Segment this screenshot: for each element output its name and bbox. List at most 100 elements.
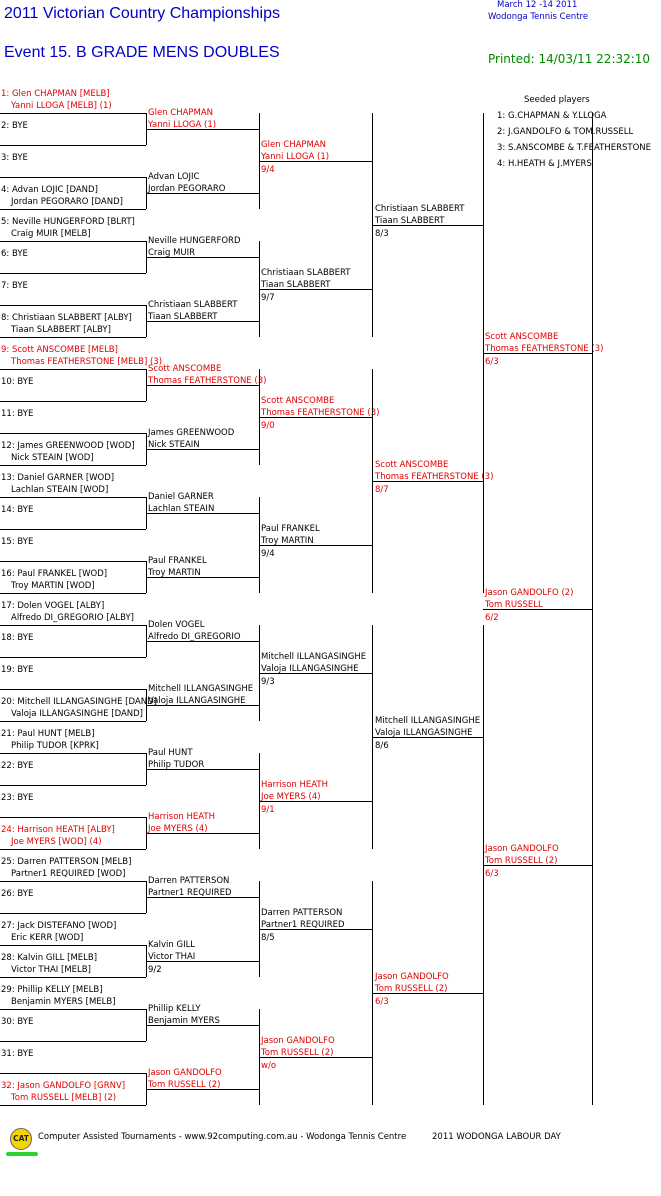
bracket-line <box>0 209 146 210</box>
bracket-line <box>372 225 483 226</box>
round-entry-line2: Thomas FEATHERSTONE (3) <box>375 472 494 482</box>
bracket-line <box>146 769 259 770</box>
round-entry-line1: Paul HUNT <box>148 748 193 758</box>
bracket-line <box>0 1105 146 1106</box>
draw-entry-line2: Nick STEAIN [WOD] <box>11 453 94 463</box>
match-score: 9/2 <box>148 965 162 975</box>
round-entry-line2: Joe MYERS (4) <box>148 824 208 834</box>
bracket-line <box>0 337 146 338</box>
draw-entry-line1: 19: BYE <box>1 665 34 675</box>
bracket-line <box>259 545 372 546</box>
round-entry-line2: Tiaan SLABBERT <box>148 312 218 322</box>
match-score: 6/3 <box>485 869 499 879</box>
bracket-line <box>0 1041 146 1042</box>
cat-logo-icon: CAT <box>10 1128 32 1150</box>
bracket-line <box>146 897 259 898</box>
bracket-line <box>0 1073 146 1074</box>
seeded-player: 3: S.ANSCOMBE & T.FEATHERSTONE <box>497 143 652 153</box>
draw-entry-line1: 13: Daniel GARNER [WOD] <box>1 473 115 483</box>
bracket-line <box>0 497 146 498</box>
round-entry-line2: Thomas FEATHERSTONE (3) <box>261 408 380 418</box>
bracket-line <box>146 193 259 194</box>
draw-entry-line2: Partner1 REQUIRED [WOD] <box>11 869 126 879</box>
round-entry-line1: Christiaan SLABBERT <box>148 300 238 310</box>
draw-entry-line1: 27: Jack DISTEFANO [WOD] <box>1 921 117 931</box>
draw-entry-line1: 15: BYE <box>1 537 34 547</box>
bracket-line <box>0 465 146 466</box>
round-entry-line1: Christiaan SLABBERT <box>261 268 351 278</box>
draw-entry-line2: Victor THAI [MELB] <box>11 965 91 975</box>
tournament-title: 2011 Victorian Country Championships <box>4 5 281 22</box>
draw-entry-line2: Lachlan STEAIN [WOD] <box>11 485 109 495</box>
round-entry-line2: Philip TUDOR <box>148 760 205 770</box>
draw-entry-line1: 10: BYE <box>1 377 34 387</box>
bracket-line <box>0 273 146 274</box>
round-entry-line1: Scott ANSCOMBE <box>375 460 449 470</box>
bracket-line <box>146 577 259 578</box>
seeded-player: 4: H.HEATH & J.MYERS <box>497 159 592 169</box>
draw-entry-line2: Benjamin MYERS [MELB] <box>11 997 116 1007</box>
draw-entry-line1: 14: BYE <box>1 505 34 515</box>
round-entry-line2: Yanni LLOGA (1) <box>261 152 330 162</box>
round-entry-line1: Advan LOJIC <box>148 172 200 182</box>
bracket-line <box>146 385 259 386</box>
draw-entry-line1: 17: Dolen VOGEL [ALBY] <box>1 601 105 611</box>
match-score: 6/2 <box>485 613 499 623</box>
round-entry-line1: Paul FRANKEL <box>148 556 207 566</box>
bracket-line <box>0 689 146 690</box>
round-entry-line1: Darren PATTERSON <box>148 876 230 886</box>
draw-entry-line1: 7: BYE <box>1 281 28 291</box>
bracket-line <box>483 865 592 866</box>
round-entry-line2: Benjamin MYERS <box>148 1016 220 1026</box>
round-entry-line1: Harrison HEATH <box>261 780 329 790</box>
bracket-line <box>146 833 259 834</box>
round-entry-line1: Jason GANDOLFO (2) <box>485 588 574 598</box>
draw-entry-line1: 22: BYE <box>1 761 34 771</box>
match-score: 8/3 <box>375 229 389 239</box>
round-entry-line1: Glen CHAPMAN <box>148 108 214 118</box>
draw-entry-line1: 30: BYE <box>1 1017 34 1027</box>
bracket-line <box>372 481 483 482</box>
printed-timestamp: Printed: 14/03/11 22:32:10 <box>488 52 651 66</box>
round-entry-line1: Jason GANDOLFO <box>375 972 449 982</box>
bracket-line <box>0 113 146 114</box>
bracket-line <box>0 369 146 370</box>
round-entry-line1: Darren PATTERSON <box>261 908 343 918</box>
draw-entry-line2: Alfredo DI_GREGORIO [ALBY] <box>11 613 134 623</box>
round-entry-line2: Thomas FEATHERSTONE (3) <box>485 344 604 354</box>
round-entry-line1: Scott ANSCOMBE <box>485 332 559 342</box>
match-score: 9/4 <box>261 549 275 559</box>
round-entry-line1: Jason GANDOLFO <box>485 844 559 854</box>
draw-entry-line2: Philip TUDOR [KPRK] <box>11 741 99 751</box>
bracket-line <box>259 1057 372 1058</box>
bracket-line <box>0 305 146 306</box>
bracket-line <box>259 417 372 418</box>
round-entry-line1: Jason GANDOLFO <box>261 1036 335 1046</box>
round-entry-line2: Tom RUSSELL (2) <box>485 856 558 866</box>
bracket-line <box>0 177 146 178</box>
draw-entry-line1: 32: Jason GANDOLFO [GRNV] <box>1 1081 126 1091</box>
round-entry-line1: James GREENWOOD <box>148 428 235 438</box>
match-score: w/o <box>261 1061 277 1071</box>
draw-entry-line2: Jordan PEGORARO [DAND] <box>11 197 123 207</box>
round-entry-line1: Jason GANDOLFO <box>148 1068 222 1078</box>
draw-entry-line1: 20: Mitchell ILLANGASINGHE [DAND] <box>1 697 157 707</box>
bracket-line <box>146 1089 259 1090</box>
round-entry-line2: Alfredo DI_GREGORIO <box>148 632 241 642</box>
round-entry-line2: Troy MARTIN <box>261 536 314 546</box>
round-entry-line2: Yanni LLOGA (1) <box>148 120 217 130</box>
event-title: Event 15. B GRADE MENS DOUBLES <box>4 44 280 61</box>
bracket-line <box>0 561 146 562</box>
round-entry-line2: Partner1 REQUIRED <box>261 920 345 930</box>
bracket-line <box>0 721 146 722</box>
bracket-line <box>0 753 146 754</box>
bracket-line <box>483 353 592 354</box>
match-score: 6/3 <box>485 357 499 367</box>
round-entry-line2: Troy MARTIN <box>148 568 201 578</box>
match-score: 9/7 <box>261 293 275 303</box>
bracket-line <box>0 593 146 594</box>
draw-entry-line1: 2: BYE <box>1 121 28 131</box>
round-entry-line1: Mitchell ILLANGASINGHE <box>148 684 254 694</box>
bracket-line <box>0 529 146 530</box>
round-entry-line1: Harrison HEATH <box>148 812 216 822</box>
